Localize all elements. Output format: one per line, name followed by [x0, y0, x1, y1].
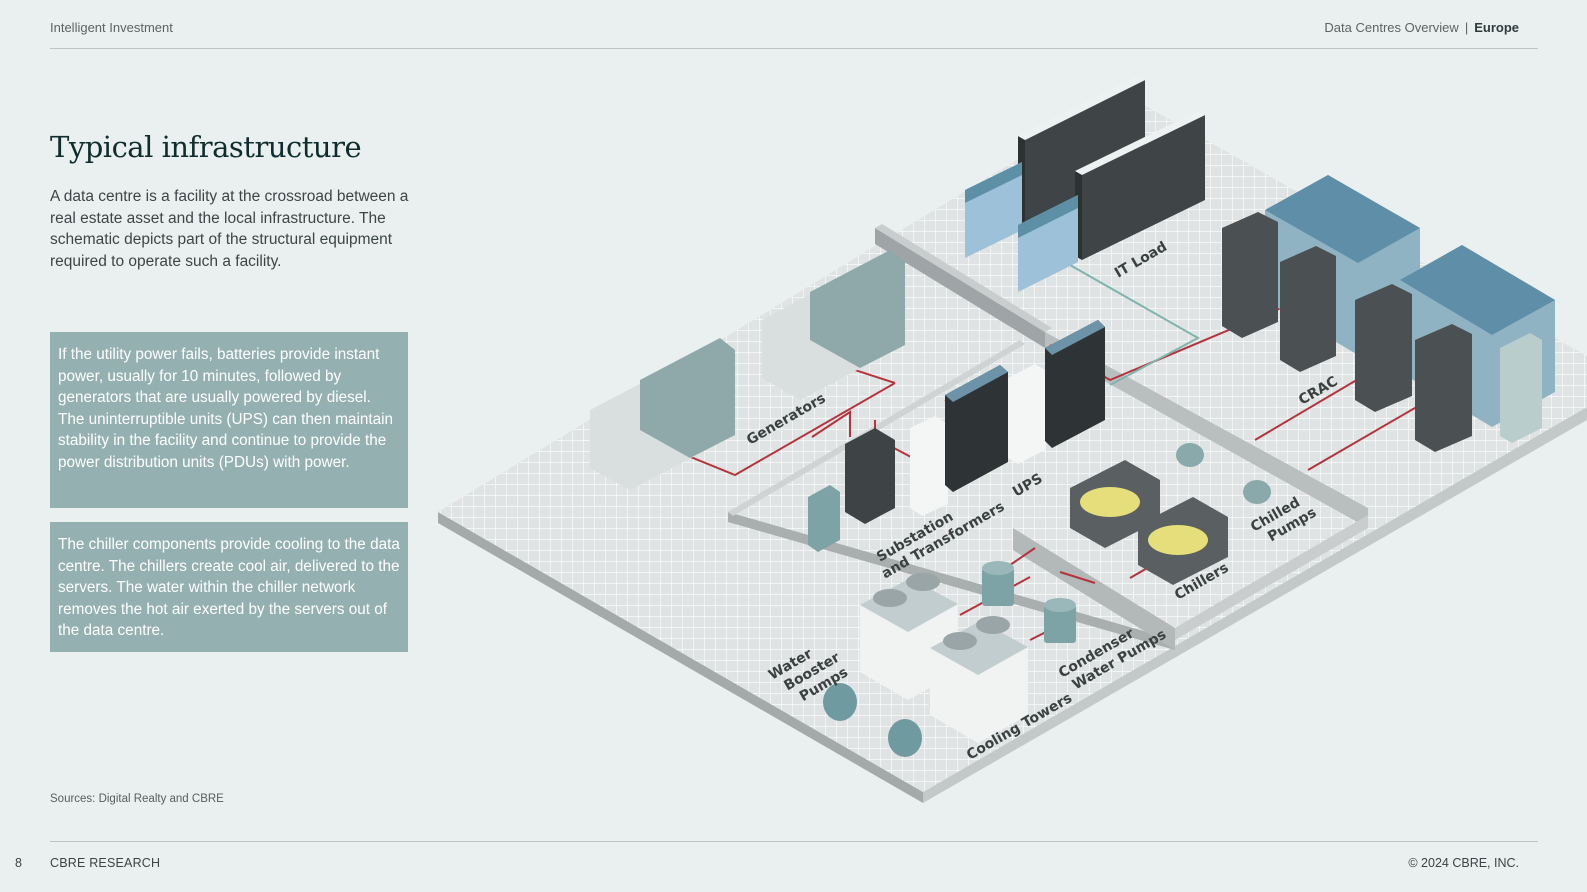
copyright: © 2024 CBRE, INC. [1408, 856, 1519, 870]
sources-note: Sources: Digital Realty and CBRE [50, 793, 224, 805]
generators [590, 250, 905, 490]
section-title: Data Centres Overview [1324, 20, 1459, 35]
cooling-towers [860, 573, 1028, 743]
page-number: 8 [15, 856, 22, 870]
intro-paragraph: A data centre is a facility at the cross… [50, 188, 409, 270]
header-divider [50, 48, 1538, 49]
booster-pumps [823, 683, 922, 757]
header-separator: | [1464, 20, 1469, 35]
chiller-info-box: The chiller components provide cooling t… [50, 522, 408, 652]
crac-units [1222, 175, 1555, 452]
header-brand: Intelligent Investment [50, 20, 173, 35]
it-load-racks [965, 76, 1205, 292]
ups-units [945, 320, 1105, 492]
cooling-line [1069, 264, 1201, 386]
header-section: Data Centres Overview | Europe [1324, 20, 1519, 35]
power-info-box: If the utility power fails, batteries pr… [50, 332, 408, 508]
page-title: Typical infrastructure [50, 130, 362, 164]
chillers [1070, 443, 1271, 585]
region-label: Europe [1474, 20, 1519, 35]
footer-brand: CBRE RESEARCH [50, 856, 161, 870]
water-tanks [982, 561, 1076, 643]
footer-divider [50, 841, 1538, 842]
substation-transformers [808, 416, 948, 552]
